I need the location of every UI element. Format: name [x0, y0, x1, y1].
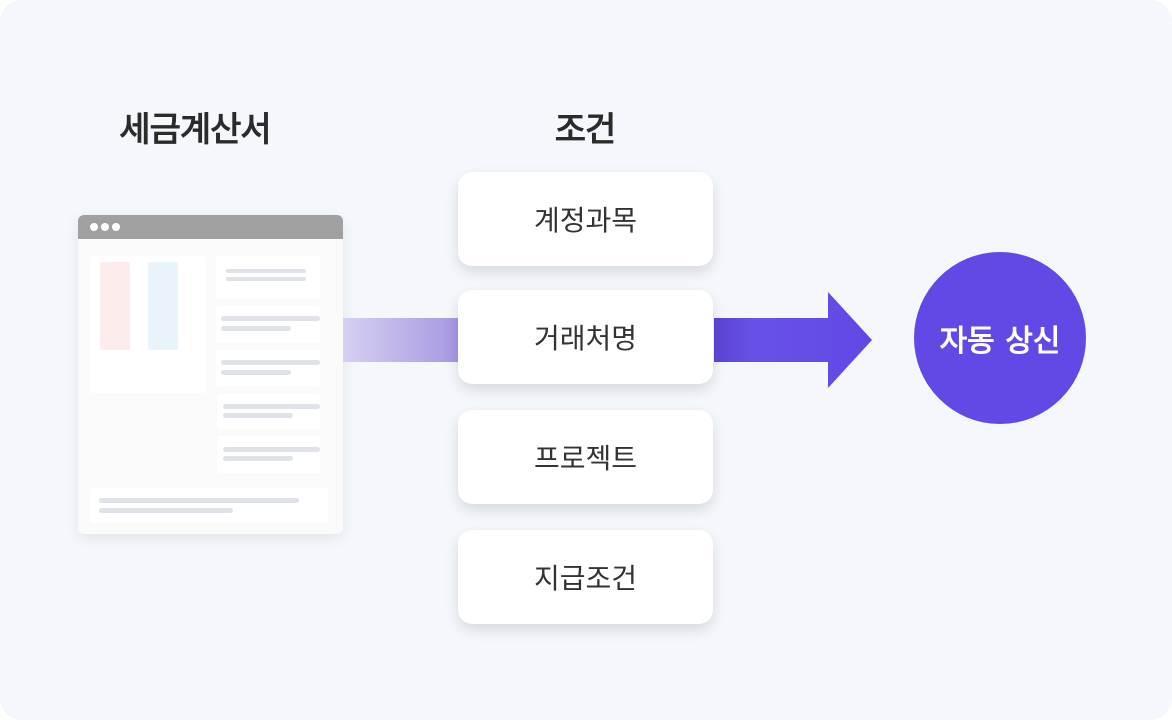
auto-submit-badge: 자동 상신 [914, 252, 1086, 424]
bar-red [100, 262, 130, 350]
text-card [216, 306, 320, 343]
condition-vendor: 거래처명 [458, 290, 713, 384]
window-dot-icon [112, 223, 120, 231]
chart-card [90, 256, 206, 393]
window-dot-icon [101, 223, 109, 231]
text-card [216, 256, 320, 299]
text-card [217, 394, 320, 429]
invoice-title: 세금계산서 [119, 110, 271, 150]
footer-card [90, 488, 328, 523]
invoice-document-illustration [78, 215, 343, 534]
window-title-bar [78, 215, 343, 239]
conditions-title: 조건 [554, 110, 617, 150]
connector-band [343, 318, 458, 362]
condition-project: 프로젝트 [458, 410, 713, 504]
bar-blue [148, 262, 178, 350]
condition-payment: 지급조건 [458, 530, 713, 624]
condition-account: 계정과목 [458, 172, 713, 266]
text-card [216, 350, 320, 386]
window-dot-icon [90, 223, 98, 231]
text-card [217, 436, 320, 473]
